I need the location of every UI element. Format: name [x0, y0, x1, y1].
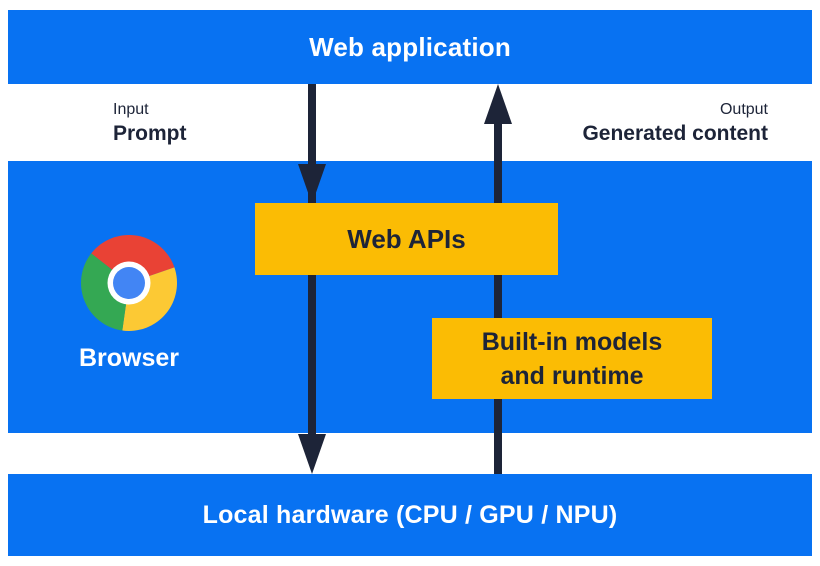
chrome-logo-icon — [81, 235, 177, 331]
generated-content-arrowhead-into-webapp — [484, 84, 512, 124]
builtin-models-label: Built-in models and runtime — [481, 327, 663, 390]
chrome-logo-red-segment — [91, 235, 175, 283]
web-application-label: Web application — [309, 31, 511, 62]
generated-content-arrow-shaft — [494, 124, 502, 474]
output-value: Generated content — [582, 122, 768, 145]
builtin-models-box: Built-in models and runtime — [432, 318, 712, 399]
output-label-group: Output Generated content — [582, 99, 768, 147]
prompt-arrowhead-into-browser — [298, 164, 326, 204]
chrome-logo-blue-center — [113, 267, 145, 299]
web-application-bar: Web application — [8, 10, 812, 84]
local-hardware-label: Local hardware (CPU / GPU / NPU) — [202, 500, 618, 529]
output-title: Output — [719, 101, 768, 118]
chrome-logo-green-segment — [81, 253, 129, 331]
input-label-group: Input Prompt — [113, 99, 187, 147]
input-title: Input — [113, 101, 149, 118]
web-apis-box: Web APIs — [255, 203, 558, 275]
prompt-arrowhead-into-hardware — [298, 434, 326, 474]
input-value: Prompt — [113, 122, 187, 145]
local-hardware-bar: Local hardware (CPU / GPU / NPU) — [8, 474, 812, 556]
web-apis-label: Web APIs — [347, 223, 466, 254]
browser-label: Browser — [78, 344, 180, 372]
